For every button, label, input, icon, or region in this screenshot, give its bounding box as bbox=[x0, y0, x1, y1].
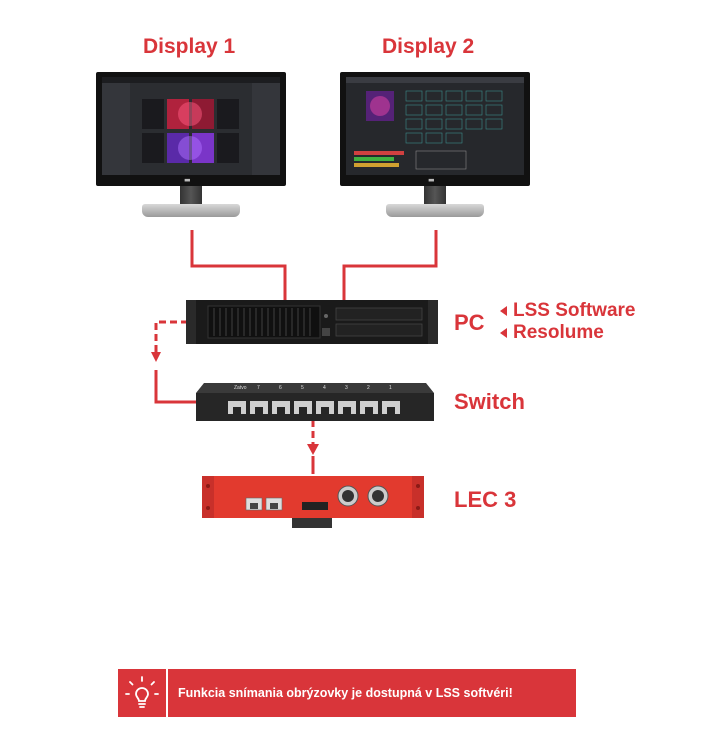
display-2-cable bbox=[342, 230, 438, 302]
software-item-label: Resolume bbox=[513, 322, 604, 343]
display-1-cable bbox=[190, 230, 287, 302]
software-item-label: LSS Software bbox=[513, 300, 636, 321]
display-1-screen bbox=[102, 77, 280, 175]
notice-banner: Funkcia snímania obrýzovky je dostupná v… bbox=[118, 669, 576, 717]
switch-label: Switch bbox=[454, 389, 525, 414]
lec3-label: LEC 3 bbox=[454, 487, 517, 512]
pc-switch-cable bbox=[154, 370, 196, 404]
display-2-screen-content bbox=[346, 77, 524, 175]
switch-port-number: 5 bbox=[301, 385, 304, 391]
pc-rack bbox=[186, 298, 438, 346]
switch-port-number: 7 bbox=[257, 385, 260, 391]
display-1-stand bbox=[142, 204, 240, 217]
network-switch: Zatvo 7 6 5 4 3 2 1 bbox=[194, 383, 434, 423]
lec3-device bbox=[202, 472, 424, 530]
display-1-monitor: ▬ bbox=[96, 72, 286, 220]
pointer-triangle-icon bbox=[500, 306, 507, 316]
switch-port-number: 3 bbox=[345, 385, 348, 391]
software-item-lss: LSS Software bbox=[500, 300, 635, 322]
display-2-screen bbox=[346, 77, 524, 175]
lightbulb-icon bbox=[118, 669, 168, 717]
lec3-device-graphic bbox=[202, 476, 424, 528]
lightbulb-icon-graphic bbox=[125, 676, 159, 708]
notice-text: Funkcia snímania obrýzovky je dostupná v… bbox=[178, 686, 513, 700]
display-1-brand-icon: ▬ bbox=[184, 176, 191, 184]
pc-rack-graphic bbox=[186, 300, 438, 344]
switch-port-number: 6 bbox=[279, 385, 282, 391]
pc-switch-cable-dashed bbox=[154, 320, 188, 352]
switch-brand: Zatvo bbox=[234, 385, 247, 391]
network-switch-graphic bbox=[196, 383, 434, 421]
display-1-screen-content bbox=[102, 77, 280, 175]
display-1-label: Display 1 bbox=[143, 35, 236, 58]
switch-port-number: 2 bbox=[367, 385, 370, 391]
display-2-neck bbox=[424, 186, 446, 206]
switch-port-number: 4 bbox=[323, 385, 326, 391]
pc-switch-arrow bbox=[151, 352, 161, 362]
pointer-triangle-icon bbox=[500, 328, 507, 338]
pc-label: PC bbox=[454, 310, 485, 335]
display-2-brand-icon: ▬ bbox=[428, 176, 435, 184]
software-item-resolume: Resolume bbox=[500, 322, 604, 344]
display-2-label: Display 2 bbox=[382, 35, 475, 58]
switch-port-number: 1 bbox=[389, 385, 392, 391]
switch-lec-arrow bbox=[307, 444, 319, 455]
display-2-monitor: ▬ bbox=[340, 72, 530, 220]
display-2-stand bbox=[386, 204, 484, 217]
display-1-neck bbox=[180, 186, 202, 206]
